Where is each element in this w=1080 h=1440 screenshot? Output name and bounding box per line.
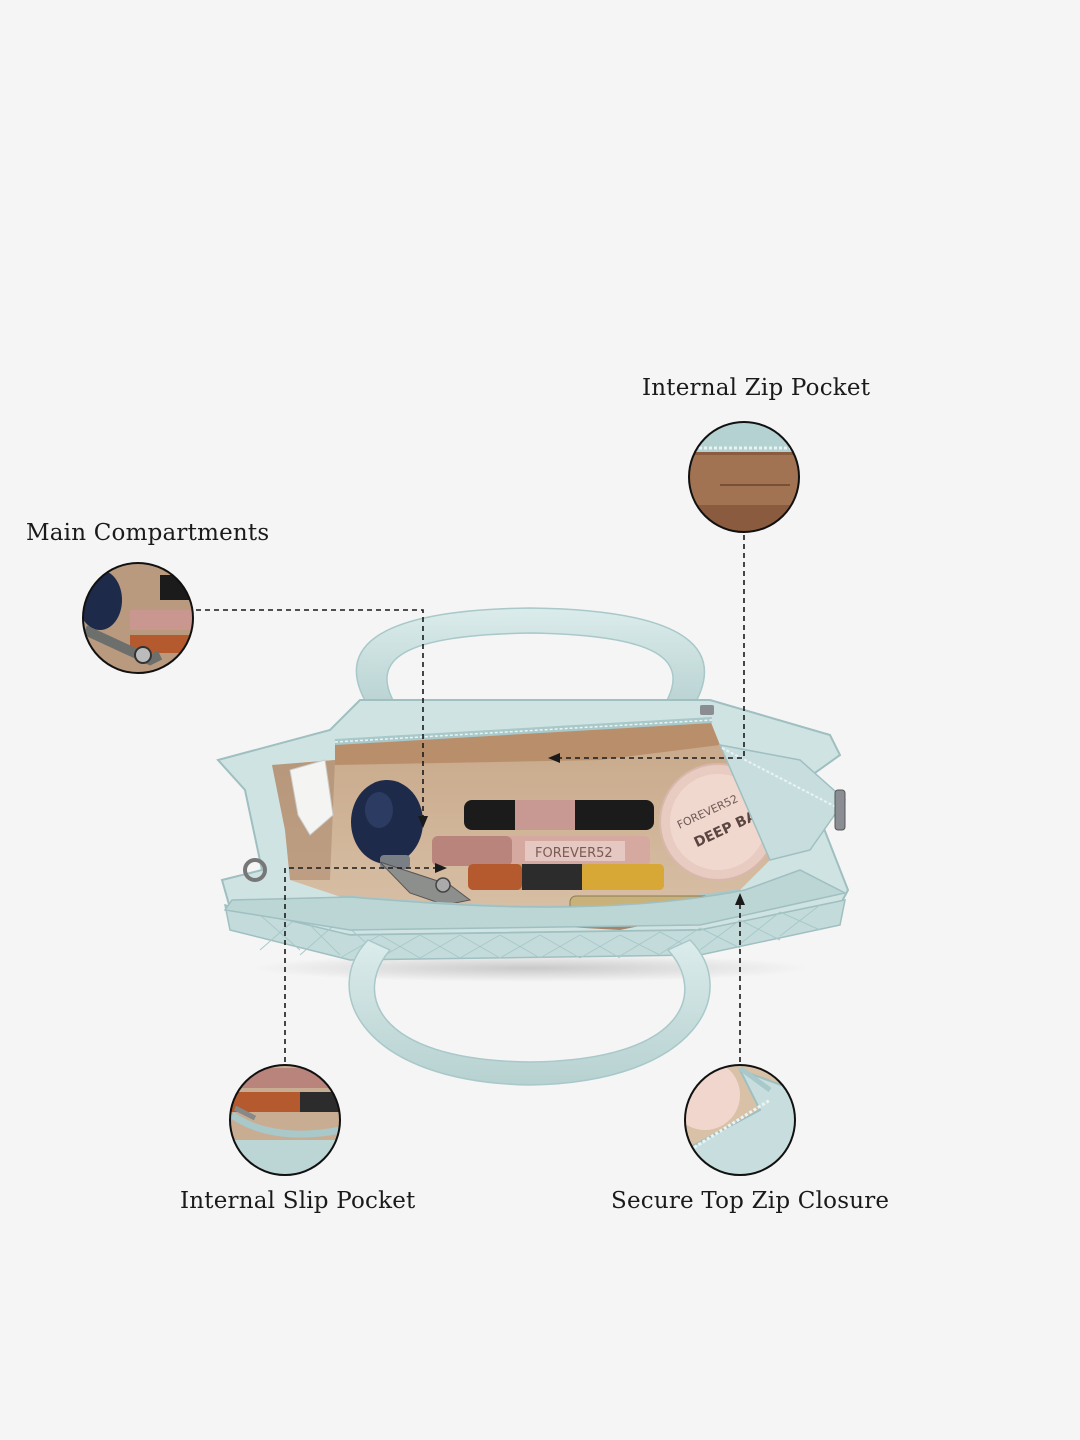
front-handle (348, 939, 711, 1086)
cosmetics: FOREVER52 (432, 800, 664, 890)
label-internal-zip-pocket: Internal Zip Pocket (642, 375, 871, 401)
detail-secure-top-zip-closure (684, 1064, 796, 1176)
zip-pull-right (834, 789, 846, 831)
side-ring-left (243, 858, 267, 882)
leader-main-compartments (196, 609, 424, 820)
label-secure-top-zip-closure: Secure Top Zip Closure (611, 1188, 890, 1214)
care-tag (289, 759, 334, 836)
detail-main-compartments (82, 562, 194, 674)
label-internal-slip-pocket: Internal Slip Pocket (180, 1188, 416, 1214)
detail-internal-zip-pocket (688, 421, 800, 533)
back-handle (355, 607, 706, 713)
leader-lines (196, 535, 745, 1062)
lipstick-brand-text: FOREVER52 (535, 846, 613, 861)
zip-pull-top (700, 705, 714, 715)
leader-internal-slip-pocket (284, 867, 440, 1062)
arrowheads (418, 753, 745, 905)
front-zipper-panel (223, 869, 848, 931)
bag-shadow (250, 954, 810, 982)
detail-internal-slip-pocket (229, 1064, 341, 1176)
label-main-compartments: Main Compartments (26, 520, 270, 546)
top-zip-closure-flap (718, 744, 846, 861)
internal-zip-pocket-fabric (335, 720, 720, 765)
leader-internal-zip-pocket (555, 535, 745, 759)
quilting-lines (259, 904, 821, 959)
